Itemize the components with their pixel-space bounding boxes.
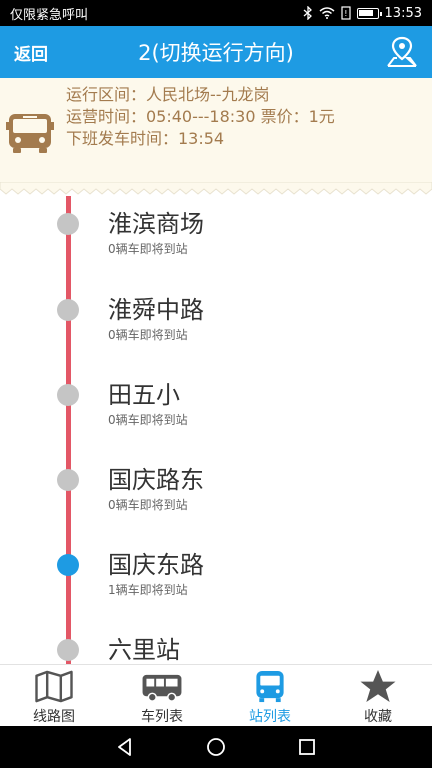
- back-button[interactable]: 返回: [14, 45, 48, 65]
- tab-route-map[interactable]: 线路图: [0, 665, 108, 726]
- bus-icon: [6, 114, 54, 153]
- star-icon: [360, 669, 396, 703]
- home-nav-icon[interactable]: [205, 736, 227, 758]
- route-hours: 运营时间：05:40---18:30 票价：1元: [66, 107, 335, 126]
- bus-icon: [142, 674, 182, 702]
- system-nav-bar: [0, 726, 432, 768]
- page-title[interactable]: 2(切换运行方向): [138, 41, 294, 65]
- station-dot: [57, 299, 79, 321]
- route-range: 运行区间：人民北场--九龙岗: [66, 85, 270, 104]
- tab-bar: 线路图 车列表 站列表 收藏: [0, 664, 432, 726]
- status-carrier-text: 仅限紧急呼叫: [10, 7, 89, 23]
- bluetooth-icon: [303, 6, 312, 20]
- tab-station-list[interactable]: 站列表: [216, 665, 324, 726]
- zigzag-divider: [0, 182, 432, 195]
- route-line: [66, 196, 71, 664]
- back-nav-icon[interactable]: [114, 736, 136, 758]
- station-name: 淮滨商场: [108, 210, 204, 238]
- station-row[interactable]: 国庆路东 0辆车即将到站: [0, 452, 432, 537]
- recents-nav-icon[interactable]: [296, 736, 318, 758]
- station-name: 国庆东路: [108, 551, 204, 579]
- station-row[interactable]: 淮滨商场 0辆车即将到站: [0, 196, 432, 281]
- station-arrival-status: 0辆车即将到站: [108, 413, 188, 427]
- map-icon: [35, 670, 73, 703]
- bus-front-icon: [256, 670, 284, 703]
- tab-label: 收藏: [364, 709, 392, 725]
- status-bar: 仅限紧急呼叫 ! 13:53: [0, 0, 432, 26]
- station-row[interactable]: 六里站: [0, 622, 432, 664]
- station-arrival-status: 1辆车即将到站: [108, 583, 188, 597]
- station-row[interactable]: 田五小 0辆车即将到站: [0, 367, 432, 452]
- tab-favorites[interactable]: 收藏: [324, 665, 432, 726]
- battery-icon: [356, 7, 382, 19]
- app-header: 返回 2(切换运行方向): [0, 26, 432, 78]
- station-dot: [57, 469, 79, 491]
- station-row[interactable]: 国庆东路 1辆车即将到站: [0, 537, 432, 622]
- wifi-icon: [319, 7, 335, 19]
- status-time: 13:53: [384, 5, 422, 21]
- route-info-panel: 运行区间：人民北场--九龙岗 运营时间：05:40---18:30 票价：1元 …: [0, 78, 432, 188]
- tab-bus-list[interactable]: 车列表: [108, 665, 216, 726]
- station-dot: [57, 639, 79, 661]
- station-name: 国庆路东: [108, 466, 204, 494]
- station-name: 田五小: [108, 381, 180, 409]
- tab-label: 线路图: [33, 709, 75, 725]
- station-dot: [57, 213, 79, 235]
- svg-text:!: !: [344, 9, 347, 18]
- station-arrival-status: 0辆车即将到站: [108, 242, 188, 256]
- station-name: 淮舜中路: [108, 296, 204, 324]
- station-row[interactable]: 淮舜中路 0辆车即将到站: [0, 282, 432, 367]
- station-dot-active: [57, 554, 79, 576]
- sim-alert-icon: !: [340, 6, 351, 20]
- map-pin-icon[interactable]: [384, 34, 420, 70]
- tab-label: 车列表: [141, 709, 183, 725]
- station-name: 六里站: [108, 636, 180, 664]
- station-arrival-status: 0辆车即将到站: [108, 498, 188, 512]
- next-departure: 下班发车时间：13:54: [66, 129, 225, 148]
- station-dot: [57, 384, 79, 406]
- tab-label: 站列表: [249, 709, 291, 725]
- station-arrival-status: 0辆车即将到站: [108, 328, 188, 342]
